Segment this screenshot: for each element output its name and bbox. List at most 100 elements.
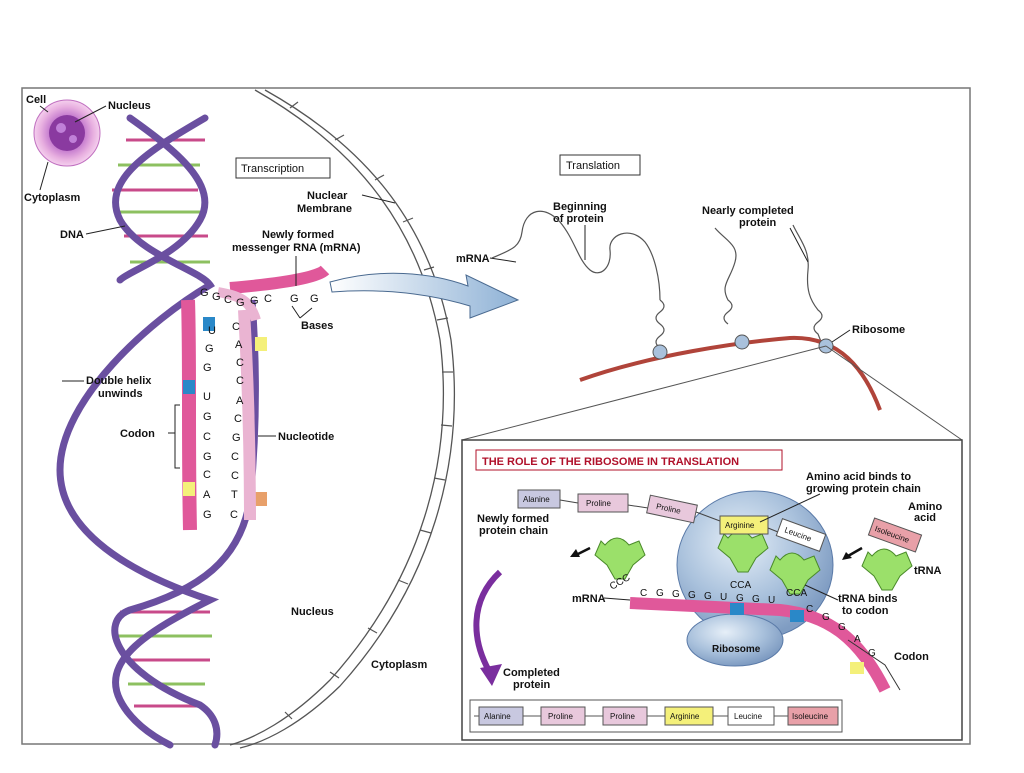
label-bases: Bases — [301, 320, 333, 332]
inset-new-chain-2: protein chain — [479, 525, 548, 537]
mrna-base: G — [203, 411, 212, 423]
label-beginning-1: Beginning — [553, 201, 607, 213]
nuclear-membrane — [229, 89, 456, 749]
completed-protein-arrow — [473, 569, 503, 678]
inset-mrna-letter: G — [822, 612, 830, 623]
protein-aa-5-label: Leucine — [734, 712, 763, 721]
inset-mrna-strip — [629, 597, 891, 693]
mrna-base: U — [208, 325, 216, 337]
chain-aa-4 — [719, 515, 769, 535]
inset-trna: tRNA — [914, 565, 942, 577]
chain-aa-2-label: Proline — [586, 499, 611, 508]
label-new-mrna-1: Newly formed — [262, 229, 334, 241]
free-base: G — [290, 293, 299, 305]
label-nucleus-bottom: Nucleus — [291, 606, 334, 618]
ribosome-small-subunit — [686, 613, 784, 667]
label-mrna: mRNA — [456, 253, 490, 265]
inset-ribosome: Ribosome — [712, 644, 761, 655]
inset-amino-acid-1: Amino — [908, 501, 943, 513]
label-double-helix-2: unwinds — [98, 388, 143, 400]
inset-mrna-letter: G — [868, 648, 876, 659]
transcription-box — [235, 157, 331, 179]
dna-base: C — [230, 509, 238, 521]
mrna-strand — [181, 265, 330, 531]
inset-mrna-letter: G — [672, 589, 680, 600]
inset-mrna-letter: G — [704, 591, 712, 602]
mrna-base: G — [203, 509, 212, 521]
inset-new-chain-1: Newly formed — [477, 513, 549, 525]
inset-completed-1: Completed — [503, 667, 560, 679]
free-bases: G G C G G C G G — [200, 287, 319, 309]
inset-trna-binds-2: to codon — [842, 605, 889, 617]
protein-aa-3 — [602, 706, 648, 726]
mrna-base: G — [203, 362, 212, 374]
dna-base: C — [234, 413, 242, 425]
inset-mrna-letter: A — [854, 634, 861, 645]
mrna-base: G — [203, 451, 212, 463]
inset-mrna-letters: C G G G G U G G U C G G A G — [640, 588, 876, 659]
free-amino-acid — [867, 517, 923, 553]
label-nearly-2: protein — [739, 217, 777, 229]
inset-mrna-letter: C — [640, 588, 647, 599]
trna-free — [861, 548, 913, 591]
protein-aa-2-label: Proline — [548, 712, 573, 721]
label-nuclear-2: Membrane — [297, 203, 352, 215]
dna-base: C — [231, 451, 239, 463]
free-base: C — [224, 294, 232, 306]
inset-mrna-letter: G — [736, 593, 744, 604]
inset-amino-binds-1: Amino acid binds to — [806, 471, 911, 483]
inset-mrna-letter: G — [688, 590, 696, 601]
mrna-base: A — [203, 489, 211, 501]
free-base: G — [200, 287, 209, 299]
mrna-base: U — [203, 391, 211, 403]
protein-aa-3-label: Proline — [610, 712, 635, 721]
label-codon: Codon — [120, 428, 155, 440]
chain-aa-3 — [646, 494, 698, 524]
nucleus-blob — [49, 115, 85, 151]
protein-aa-2 — [540, 706, 586, 726]
translation-box — [559, 154, 641, 176]
protein-aa-5 — [727, 706, 775, 726]
dna-base: C — [236, 375, 244, 387]
protein-aa-4 — [664, 706, 714, 726]
mrna-base: C — [203, 469, 211, 481]
free-base: G — [310, 293, 319, 305]
inset-mrna-letter: U — [768, 595, 775, 606]
chain-aa-4-label: Arginine — [725, 521, 755, 530]
inset-title: THE ROLE OF THE RIBOSOME IN TRANSLATION — [482, 456, 739, 468]
inset-mrna-letter: G — [752, 594, 760, 605]
mrna-bases: U G G U G C G C A G — [203, 325, 216, 521]
label-nearly-1: Nearly completed — [702, 205, 794, 217]
free-base: G — [236, 297, 245, 309]
free-base: C — [264, 293, 272, 305]
transcription-to-translation-arrow — [329, 272, 520, 319]
trna-molecules — [594, 530, 913, 595]
inset-codon: Codon — [894, 651, 929, 663]
inset-amino-acid-2: acid — [914, 512, 936, 524]
label-cytoplasm-bottom: Cytoplasm — [371, 659, 427, 671]
label-double-helix-1: Double helix — [86, 375, 152, 387]
dna-base: A — [235, 339, 243, 351]
inset-mrna: mRNA — [572, 593, 606, 605]
translation-illustration — [461, 210, 963, 441]
protein-aa-4-label: Arginine — [670, 712, 700, 721]
label-transcription: Transcription — [241, 163, 304, 175]
protein-aa-1-label: Alanine — [484, 712, 511, 721]
label-nuclear-1: Nuclear — [307, 190, 348, 202]
protein-aa-6-label: Isoleucine — [792, 712, 829, 721]
dna-double-helix — [56, 114, 259, 749]
protein-aa-1 — [478, 706, 524, 726]
growing-chain: Alanine Proline Proline Arginine Leucine… — [517, 489, 923, 553]
label-cell: Cell — [26, 94, 46, 106]
label-nucleotide: Nucleotide — [278, 431, 334, 443]
mrna-base: C — [203, 431, 211, 443]
mrna-base: G — [205, 343, 214, 355]
chain-aa-1 — [517, 489, 561, 509]
label-beginning-2: of protein — [553, 213, 604, 225]
inset-trna-binds-1: tRNA binds — [838, 593, 897, 605]
label-new-mrna-2: messenger RNA (mRNA) — [232, 242, 361, 254]
label-translation: Translation — [566, 160, 620, 172]
anticodon-middle: CCA — [730, 580, 751, 591]
inset-mrna-letter: U — [720, 592, 727, 603]
